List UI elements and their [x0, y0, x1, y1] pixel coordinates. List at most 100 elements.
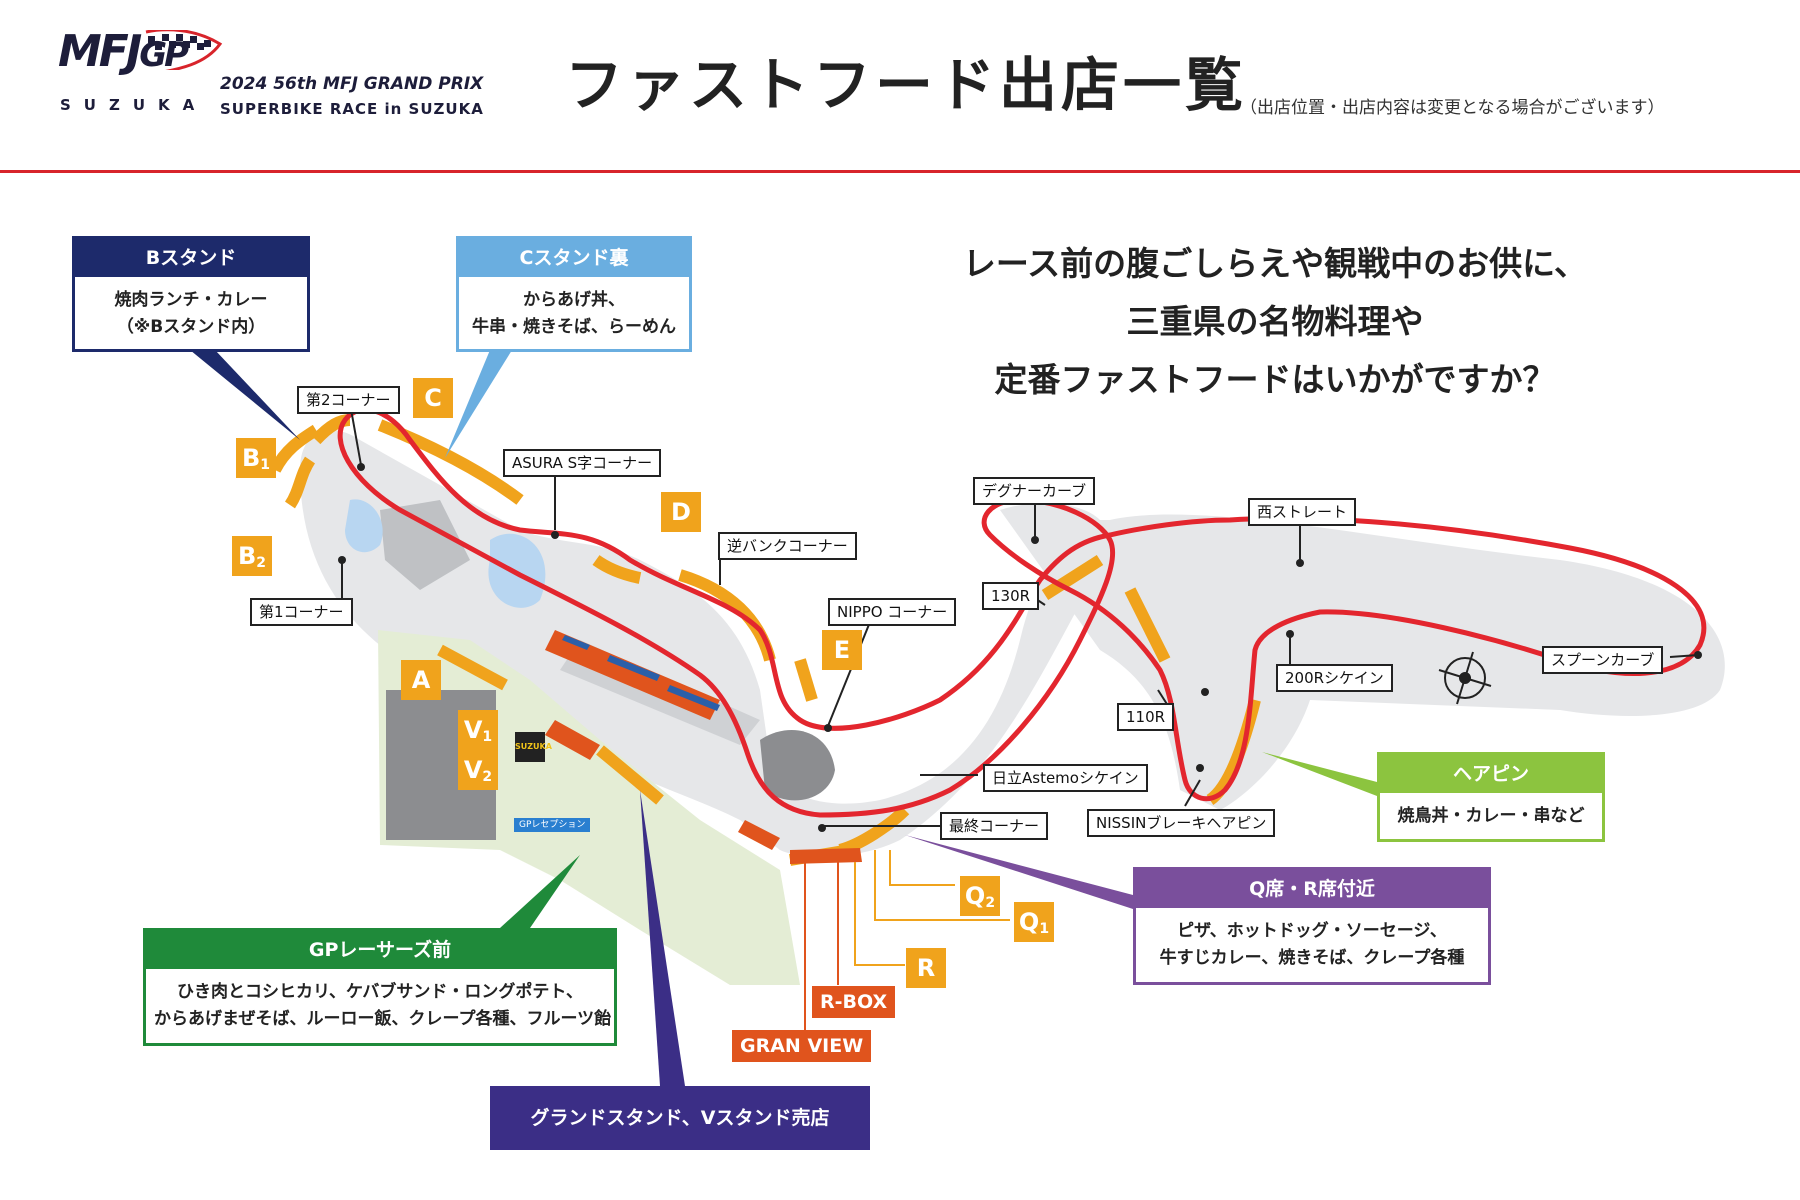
corner-points — [338, 463, 1702, 832]
stand-letter: V — [463, 756, 483, 784]
stand-b1-strip — [269, 424, 320, 473]
stand-c-marker: C — [413, 378, 453, 418]
leader-nippo — [827, 621, 871, 727]
info-line: 牛すじカレー、焼きそば、クレープ各種 — [1159, 948, 1465, 969]
label-corner-1: 第1コーナー — [250, 598, 353, 626]
stand-v-strip — [596, 745, 664, 805]
grandstand-red-blocks — [545, 630, 862, 864]
grandstand-red-2 — [545, 720, 600, 760]
red-connectors — [804, 862, 839, 1030]
stand-d-strip-a — [592, 555, 642, 584]
pointer-grand — [640, 790, 685, 1086]
stand-letter: Q — [1018, 908, 1040, 936]
leader-spoon — [1669, 654, 1699, 658]
pointer-gp — [500, 855, 580, 928]
pool-area-1 — [345, 499, 383, 553]
info-box-grandstand: グランドスタンド、Vスタンド売店 — [490, 1086, 870, 1150]
stand-sub: 1 — [1039, 921, 1050, 937]
grandstand-red-4 — [790, 848, 862, 864]
race-track — [337, 407, 1707, 818]
east-grounds — [1000, 503, 1725, 810]
grandstand-red-3 — [738, 820, 780, 850]
paddock-building — [380, 500, 470, 590]
compass-icon — [1438, 651, 1492, 705]
stand-sub: 1 — [482, 729, 493, 745]
stand-letter: Q — [964, 882, 986, 910]
pointer-c-stand — [445, 350, 512, 458]
label-hitachi-chicane: 日立Astemoシケイン — [983, 764, 1148, 792]
suzuka-badge: SUZUKA — [515, 732, 552, 762]
info-box-body: からあげ丼、 牛串・焼きそば、らーめん — [459, 277, 689, 351]
stand-b2-strip — [284, 456, 316, 509]
stand-c-strip — [377, 419, 524, 505]
info-box-title: Bスタンド — [75, 239, 307, 277]
page-title: ファストフード出店一覧 — [565, 51, 1248, 119]
label-200r-chicane: 200Rシケイン — [1276, 664, 1393, 692]
info-box-title: Q席・R席付近 — [1136, 870, 1488, 908]
info-box-c-stand: Cスタンド裏 からあげ丼、 牛串・焼きそば、らーめん — [456, 236, 692, 352]
stand-q2-marker: Q2 — [960, 876, 1000, 916]
label-corner-2: 第2コーナー — [297, 386, 400, 414]
r-box-marker: R-BOX — [812, 986, 896, 1018]
point-110r — [1201, 688, 1209, 696]
label-west-straight: 西ストレート — [1248, 498, 1357, 526]
stand-a-marker: A — [401, 660, 441, 700]
info-box-title: GPレーサーズ前 — [146, 931, 614, 969]
info-box-gp-racers: GPレーサーズ前 ひき肉とコシヒカリ、ケバブサンド・ロングポテト、 からあげまぜ… — [143, 928, 617, 1046]
tagline: レース前の腹ごしらえや観戦中のお供に、 三重県の名物料理や 定番ファストフードは… — [880, 235, 1670, 408]
point-c2 — [357, 463, 365, 471]
info-box-body: 焼肉ランチ・カレー （※Bスタンド内） — [75, 277, 307, 351]
page-note: （出店位置・出店内容は変更となる場合がございます） — [1240, 98, 1665, 118]
label-nippo: NIPPO コーナー — [828, 598, 957, 626]
info-line: 焼鳥丼・カレー・串など — [1397, 806, 1585, 826]
logo-gp-text: GP — [139, 35, 189, 75]
stand-connectors — [854, 850, 1010, 966]
stand-sub: 2 — [985, 895, 996, 911]
stand-b1-marker: B1 — [236, 438, 276, 478]
label-asura-s: ASURA S字コーナー — [503, 449, 662, 477]
info-line: （※Bスタンド内） — [116, 317, 266, 338]
point-spoon — [1694, 651, 1702, 659]
tagline-line-1: レース前の腹ごしらえや観戦中のお供に、 — [962, 244, 1588, 283]
info-box-title: Cスタンド裏 — [459, 239, 689, 277]
point-west — [1296, 559, 1304, 567]
stand-b2-marker: B2 — [232, 536, 272, 576]
checkered-flag-icon — [145, 30, 223, 70]
stand-130r-strip — [1041, 554, 1104, 601]
leader-nissin — [1184, 779, 1201, 807]
info-line: ひき肉とコシヒカリ、ケバブサンド・ロングポテト、 — [177, 982, 583, 1002]
info-line: 牛串・焼きそば、らーめん — [472, 317, 676, 338]
pit-blue-1 — [562, 635, 590, 650]
stand-110r-strip — [1124, 587, 1171, 663]
point-nissin — [1196, 764, 1204, 772]
label-spoon: スプーンカーブ — [1542, 646, 1664, 674]
label-nissin-hairpin: NISSINブレーキヘアピン — [1087, 809, 1276, 837]
logo-mark: MFJGP — [58, 30, 189, 75]
info-box-q-r-seats: Q席・R席付近 ピザ、ホットドッグ・ソーセージ、 牛すじカレー、焼きそば、クレー… — [1133, 867, 1491, 985]
info-line: からあげ丼、 — [523, 290, 625, 310]
gp-reception-label: GPレセプション — [514, 818, 591, 832]
pointer-b-stand — [190, 350, 300, 440]
label-degner: デグナーカーブ — [973, 477, 1096, 505]
label-final-corner: 最終コーナー — [940, 812, 1049, 840]
stand-v1-marker: V1 — [458, 710, 498, 750]
connector-q1 — [874, 850, 1010, 921]
stand-letter: V — [463, 716, 483, 744]
pit-blue-2 — [607, 655, 660, 681]
connector-r — [854, 862, 905, 966]
connector-q2 — [889, 850, 955, 886]
info-box-body: ピザ、ホットドッグ・ソーセージ、 牛すじカレー、焼きそば、クレープ各種 — [1136, 908, 1488, 982]
point-asura — [551, 531, 559, 539]
stand-sub: 2 — [256, 555, 267, 571]
info-box-body: 焼鳥丼・カレー・串など — [1380, 793, 1602, 840]
gran-view-marker: GRAN VIEW — [732, 1030, 872, 1062]
info-box-hairpin: ヘアピン 焼鳥丼・カレー・串など — [1377, 752, 1605, 842]
info-line: からあげまぜそば、ルーロー飯、クレープ各種、フルーツ飴 — [154, 1009, 612, 1030]
grandstand-building — [760, 730, 835, 801]
point-nippo — [824, 724, 832, 732]
stand-a-strip — [437, 644, 508, 691]
event-subtitle: SUPERBIKE RACE in SUZUKA — [220, 100, 484, 118]
stand-r-marker: R — [906, 948, 946, 988]
pointer-hairpin — [1262, 752, 1377, 796]
info-line: 焼肉ランチ・カレー — [114, 290, 268, 310]
